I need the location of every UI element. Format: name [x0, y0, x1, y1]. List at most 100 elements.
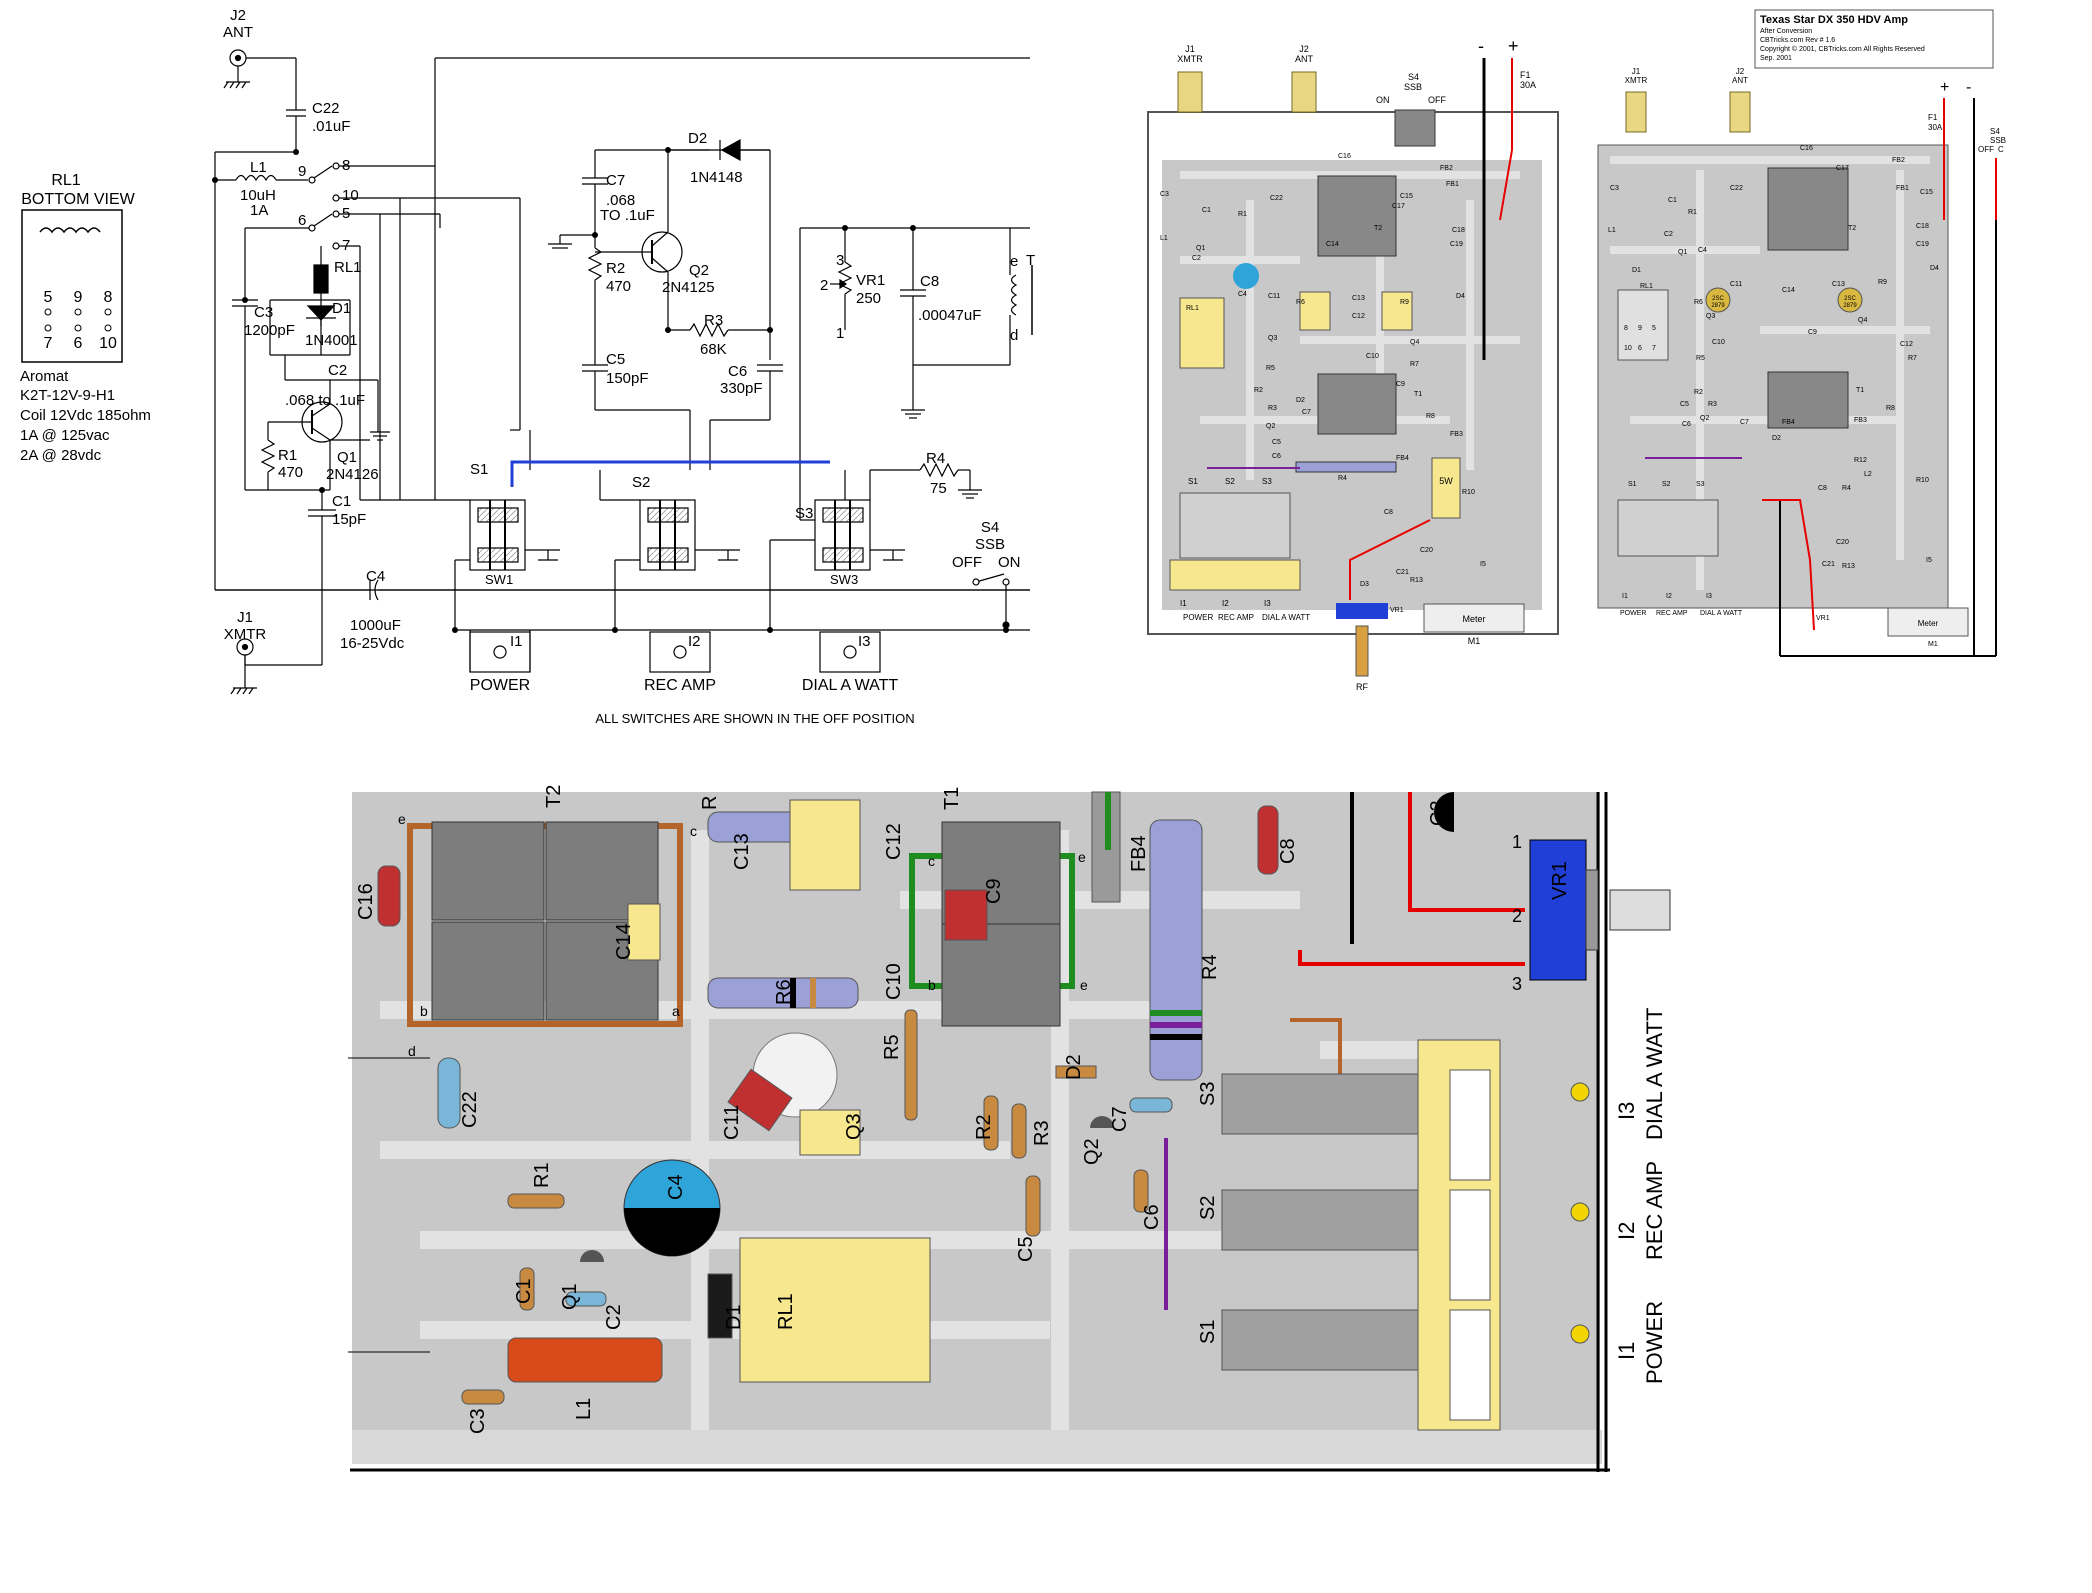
board-zoom-l1 [507, 1337, 663, 1383]
part-label-t2: T2 [1374, 225, 1382, 232]
board-right-q4 [1837, 287, 1863, 313]
part-label-l1: L1 [573, 1398, 595, 1420]
r2-value: 470 [606, 278, 631, 295]
part-label-i5: I5 [1926, 557, 1932, 564]
part-label-r6: R6 [1694, 299, 1703, 306]
board-zoom-vr1-pin: 3 [1512, 974, 1522, 994]
r1-value: 470 [278, 464, 303, 481]
part-label-c8: C8 [1384, 509, 1393, 516]
part-label-fb4: FB4 [1782, 419, 1795, 426]
board-zoom-dial-a-watt: DIAL A WATT [1642, 1008, 1667, 1140]
part-label-r10: R10 [1462, 489, 1475, 496]
part-label-c6: C6 [1682, 421, 1691, 428]
relay-spec: Aromat K2T-12V-9-H1 Coil 12Vdc 185ohm 1A… [20, 368, 151, 464]
board-right-meter [1887, 607, 1969, 637]
board-left-j1-label: XMTR [1177, 54, 1203, 64]
switch-position-note: ALL SWITCHES ARE SHOWN IN THE OFF POSITI… [595, 711, 914, 726]
board-zoom-i1: I1 [1614, 1342, 1639, 1360]
c4-voltage: 16-25Vdc [340, 635, 405, 652]
part-label-r10: R10 [1916, 477, 1929, 484]
part-label-r5: R5 [1696, 355, 1705, 362]
r4-resistor [919, 462, 959, 478]
part-label-c22: C22 [1730, 185, 1743, 192]
board-right-t1 [1767, 371, 1849, 429]
part-label-fb3: FB3 [1450, 431, 1463, 438]
c7-value: TO .1uF [600, 207, 655, 224]
s4-state-off: OFF [952, 554, 982, 571]
board-right-relay-pins: 10 6 7 8 9 5 [1624, 325, 1656, 352]
board-right-dial-a-watt: DIAL A WATT [1700, 610, 1743, 617]
board-left-plus: + [1508, 36, 1519, 56]
part-label-c20: C20 [1420, 547, 1433, 554]
board-right-plus: + [1940, 79, 1949, 96]
power-lamp-icon [493, 645, 507, 659]
part-label-c15: C15 [1400, 193, 1413, 200]
board-right-relay-pin: 5 [1652, 325, 1656, 332]
part-label-r: R [699, 796, 721, 810]
s1-switch-body [469, 499, 526, 571]
part-label-fb1: FB1 [1446, 181, 1459, 188]
relay-spec-line: K2T-12V-9-H1 [20, 387, 115, 404]
part-label-c18: C18 [1916, 223, 1929, 230]
part-label-r2: R2 [973, 1114, 995, 1140]
s1-label: S1 [470, 461, 488, 478]
board-right-q3-type: 2SC [1712, 296, 1724, 302]
part-label-c2: C2 [603, 1304, 625, 1330]
c8-value: .00047uF [918, 307, 981, 324]
board-left-s4-off: OFF [1428, 95, 1446, 105]
board-right-j2 [1729, 91, 1751, 133]
part-label-c1: C1 [1202, 207, 1211, 214]
relay-spec-line: Aromat [20, 368, 69, 385]
board-left-s4 [1394, 109, 1436, 147]
part-label-c13: C13 [1352, 295, 1365, 302]
part-label-c8: C8 [1818, 485, 1827, 492]
sw1-label: SW1 [485, 572, 513, 587]
relay-view-subtitle: BOTTOM VIEW [21, 191, 135, 208]
part-label-c2: C2 [1192, 255, 1201, 262]
part-label-q2: Q2 [1081, 1138, 1103, 1165]
part-label-t1: T1 [941, 787, 963, 810]
part-label-d1: D1 [723, 1304, 745, 1330]
part-label-c17: C17 [1392, 203, 1405, 210]
part-label-rl1: RL1 [1186, 305, 1199, 312]
part-label-q2: Q2 [1266, 423, 1275, 430]
board-zoom-d1 [707, 1273, 733, 1339]
board-left-q3 [1299, 291, 1331, 331]
power-label: POWER [470, 677, 530, 694]
pad-letter: e [1078, 849, 1086, 865]
board-left-power: POWER [1183, 613, 1213, 622]
c6-label: C6 [728, 363, 747, 380]
part-label-l1: L1 [1608, 227, 1616, 234]
board-left-s1: S1 [1188, 477, 1198, 486]
part-label-s3: S3 [1197, 1082, 1219, 1106]
dial-a-watt-lamp-icon [843, 645, 857, 659]
lamp-i2 [649, 631, 711, 673]
board-zoom-r1 [507, 1193, 565, 1209]
part-label-r6: R6 [1296, 299, 1305, 306]
r3-value: 68K [700, 341, 727, 358]
part-label-fb4: FB4 [1128, 835, 1150, 872]
relay-contact-label: 5 [342, 205, 350, 222]
r1-resistor [260, 439, 276, 473]
part-label-r2: R2 [1254, 387, 1263, 394]
part-label-r9: R9 [1878, 279, 1887, 286]
board-right-s1: S1 [1628, 481, 1637, 488]
c3-label: C3 [254, 304, 273, 321]
board-zoom-pad-letters: e c b a d e c b e [398, 811, 1088, 1059]
c8-label: C8 [920, 273, 939, 290]
t-pin-label: e [1010, 253, 1018, 270]
part-label-r9: R9 [1400, 299, 1409, 306]
part-label-c8: C8 [1277, 838, 1299, 864]
s4-label: S4 [981, 519, 999, 536]
sw3-label: SW3 [830, 572, 858, 587]
j2-label: ANT [223, 24, 253, 41]
board-right-rec-amp: REC AMP [1656, 610, 1688, 617]
board-right-minus: - [1966, 79, 1971, 96]
r3-label: R3 [704, 312, 723, 329]
part-label-r3: R3 [1708, 401, 1717, 408]
board-left-s4-on: ON [1376, 95, 1390, 105]
part-label-c13: C13 [731, 833, 753, 870]
part-label-q4: Q4 [1410, 339, 1419, 346]
board-right-relay-pin: 9 [1638, 325, 1642, 332]
